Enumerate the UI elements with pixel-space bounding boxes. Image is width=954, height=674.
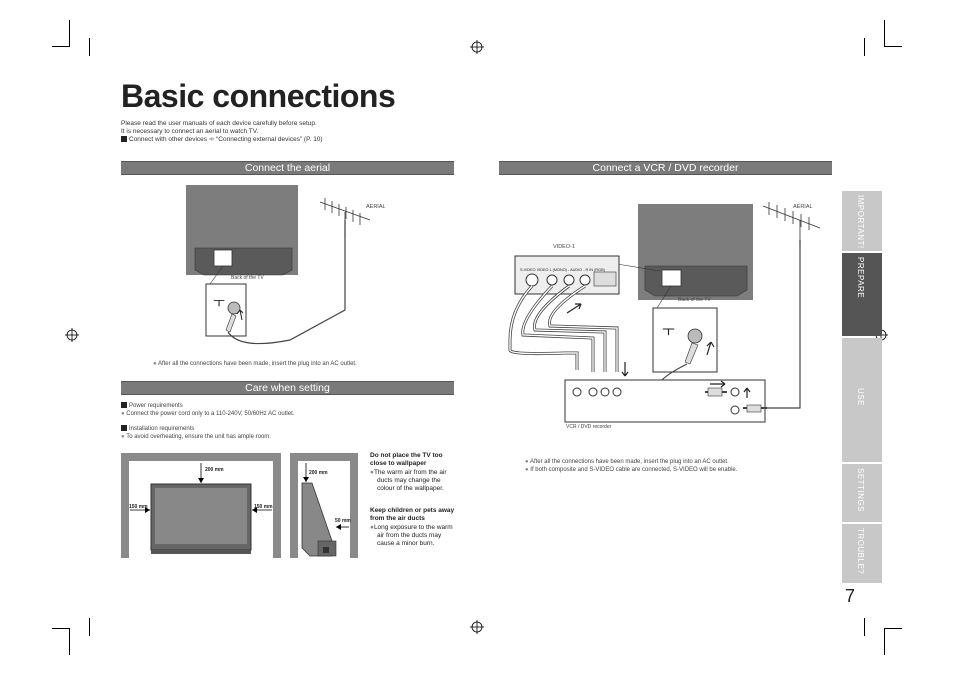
square-bullet-icon	[121, 425, 127, 431]
warning-air-ducts-text: Long exposure to the warm air from the d…	[373, 524, 453, 547]
cross-reference: Connect with other devices ➾ “Connecting…	[121, 136, 323, 144]
vcr-connection-diagram: ㅜ	[508, 202, 821, 423]
jack-label-audio: L (MONO) - AUDIO - R	[549, 268, 589, 272]
back-of-tv-label: Back of the TV	[678, 297, 711, 303]
crop-mark	[864, 38, 865, 56]
registration-mark	[65, 328, 79, 342]
terminal-highlight	[213, 249, 233, 267]
jack-label-svideo: S-VIDEO	[520, 268, 536, 272]
bullet-icon: ●	[153, 361, 157, 367]
tab-settings[interactable]: SETTINGS	[842, 464, 882, 522]
jack-label-rgb: IN (RGB)	[589, 268, 605, 272]
video1-label: VIDEO-1	[553, 244, 576, 250]
aerial-antenna-icon	[319, 198, 371, 238]
crop-mark	[69, 629, 70, 655]
dim-right-label: 150 mm	[254, 504, 273, 510]
bullet-icon: ●	[121, 433, 125, 440]
installation-requirements: Installation requirements ● To avoid ove…	[121, 425, 271, 441]
vcr-note-1: After all the connections have been made…	[529, 459, 729, 465]
page-title: Basic connections	[121, 78, 396, 114]
intro-line-1: Please read the user manuals of each dev…	[121, 120, 317, 127]
tab-prepare[interactable]: PREPARE	[842, 253, 882, 336]
svg-text:ㅜ: ㅜ	[662, 323, 675, 339]
crop-mark	[52, 46, 70, 47]
vcr-note-2: If both composite and S-VIDEO cable are …	[530, 466, 738, 473]
warning-wallpaper-title: Do not place the TV too close to wallpap…	[370, 452, 443, 467]
tab-settings-label: SETTINGS	[856, 468, 865, 513]
video1-jack-labels: S-VIDEO VIDEO L (MONO) - AUDIO - R IN (R…	[520, 268, 622, 272]
clearance-side-diagram	[290, 453, 358, 558]
registration-mark	[470, 620, 484, 634]
tv-back-panel	[644, 265, 748, 297]
tab-use-label: USE	[856, 388, 865, 406]
bullet-icon: ●	[525, 466, 529, 473]
clearance-front-diagram	[121, 453, 281, 558]
power-text: Connect the power cord only to a 110-240…	[126, 410, 295, 417]
tab-prepare-label: PREPARE	[856, 257, 865, 299]
section-heading-vcr: Connect a VCR / DVD recorder	[499, 161, 832, 175]
crop-mark	[89, 618, 90, 636]
tab-use[interactable]: USE	[842, 338, 882, 462]
warning-air-ducts-title: Keep children or pets away from the air …	[370, 507, 455, 522]
crop-mark	[69, 20, 70, 46]
crop-mark	[52, 628, 70, 629]
tab-trouble[interactable]: TROUBLE?	[842, 524, 882, 583]
aerial-antenna-icon	[762, 202, 821, 245]
aerial-label: AERIAL	[366, 204, 386, 210]
dim-top-label: 200 mm	[205, 467, 224, 473]
page-number: 7	[845, 586, 856, 606]
square-bullet-icon	[121, 402, 127, 408]
dim-side-top-label: 200 mm	[309, 470, 328, 476]
jack-label-video: VIDEO	[536, 268, 549, 272]
tab-important[interactable]: IMPORTANT!	[842, 191, 882, 251]
vcr-recorder-body	[564, 379, 766, 423]
vcr-recorder-label: VCR / DVD recorder	[566, 424, 612, 430]
install-title: Installation requirements	[129, 426, 195, 432]
bullet-icon: ●	[370, 469, 374, 476]
bullet-icon: ●	[525, 459, 529, 465]
power-title: Power requirements	[129, 403, 183, 409]
cross-ref-text: “Connecting external devices” (P. 10)	[216, 136, 323, 143]
aerial-connection-diagram: ㅜ	[186, 185, 371, 345]
svg-text:ㅜ: ㅜ	[213, 295, 225, 310]
crop-mark	[89, 38, 90, 56]
tab-trouble-label: TROUBLE?	[856, 528, 865, 575]
aerial-label: AERIAL	[793, 204, 813, 210]
aerial-note: ● After all the connections have been ma…	[153, 361, 357, 369]
registration-mark	[470, 40, 484, 54]
crop-mark	[884, 46, 902, 47]
square-bullet-icon	[121, 136, 127, 142]
warning-air-ducts: Keep children or pets away from the air …	[370, 507, 458, 548]
intro-line-2: It is necessary to connect an aerial to …	[121, 128, 259, 135]
bullet-icon: ●	[370, 524, 374, 531]
back-of-tv-label: Back of the TV	[231, 275, 264, 281]
arrow-icon: ➾	[208, 136, 215, 143]
aerial-cable	[227, 220, 346, 345]
crop-mark	[884, 628, 902, 629]
crop-mark	[884, 20, 885, 46]
tv-back-panel	[194, 247, 293, 276]
terminal-zoom	[652, 307, 718, 373]
intro-text: Please read the user manuals of each dev…	[121, 120, 323, 144]
dim-left-label: 150 mm	[129, 504, 148, 510]
crop-mark	[884, 629, 885, 655]
section-heading-care: Care when setting	[121, 381, 454, 395]
aerial-cable	[767, 240, 801, 409]
terminal-highlight	[661, 269, 682, 287]
tab-important-label: IMPORTANT!	[856, 195, 865, 249]
vcr-notes: ● After all the connections have been ma…	[525, 459, 737, 474]
warning-wallpaper: Do not place the TV too close to wallpap…	[370, 452, 458, 493]
install-text: To avoid overheating, ensure the unit ha…	[126, 433, 271, 440]
warning-wallpaper-text: The warm air from the air ducts may chan…	[373, 469, 447, 492]
crop-mark	[864, 618, 865, 636]
cross-ref-title: Connect with other devices	[129, 136, 208, 143]
power-requirements: Power requirements ● Connect the power c…	[121, 402, 294, 418]
dim-side-back-label: 50 mm	[335, 518, 351, 524]
section-heading-aerial: Connect the aerial	[121, 161, 454, 175]
aerial-note-text: After all the connections have been made…	[157, 361, 357, 367]
bullet-icon: ●	[121, 410, 125, 417]
